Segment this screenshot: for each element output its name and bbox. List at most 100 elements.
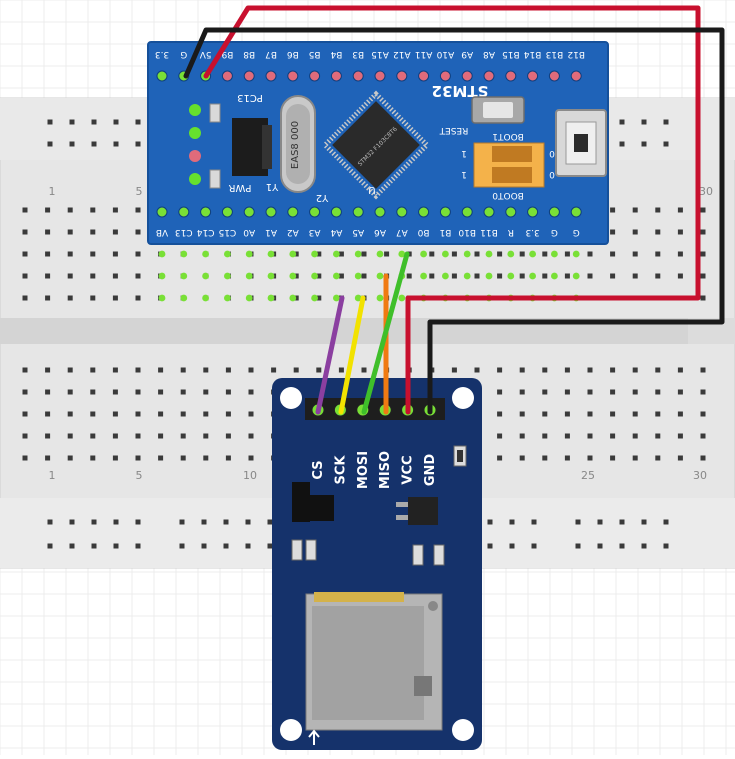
label-pwr: PWR (229, 182, 252, 193)
breadboard-hole-active (442, 250, 449, 258)
breadboard-hole (67, 273, 73, 279)
header-pin[interactable] (483, 206, 495, 218)
header-pin[interactable] (570, 206, 582, 218)
breadboard-hole (113, 543, 119, 549)
breadboard-hole (542, 433, 548, 439)
breadboard-hole (587, 455, 593, 461)
breadboard-hole (610, 411, 616, 417)
breadboard-hole (135, 251, 141, 257)
header-pin[interactable] (548, 206, 560, 218)
breadboard-hole (22, 411, 28, 417)
header-pin[interactable] (178, 206, 190, 218)
sd-pin-label: MISO (378, 451, 393, 489)
breadboard-hole (112, 251, 118, 257)
header-pin[interactable] (396, 70, 408, 82)
column-number: 5 (136, 185, 143, 198)
breadboard-hole (90, 229, 96, 235)
pin-label: G (551, 227, 558, 237)
breadboard-hole (610, 251, 616, 257)
wire-green-mosi (361, 251, 410, 415)
breadboard-hole (248, 389, 254, 395)
header-pin[interactable] (461, 70, 473, 82)
breadboard-hole-active (507, 272, 515, 280)
header-pin[interactable] (265, 70, 277, 82)
header-pin[interactable] (483, 70, 495, 82)
header-pin[interactable] (418, 70, 430, 82)
header-pin[interactable] (461, 206, 473, 218)
pin-label: B14 (524, 49, 542, 59)
breadboard-hole (474, 367, 480, 373)
header-pin[interactable] (221, 206, 233, 218)
header-pin[interactable] (156, 206, 168, 218)
header-pin[interactable] (439, 206, 451, 218)
header-pin[interactable] (287, 70, 299, 82)
header-pin[interactable] (330, 206, 342, 218)
breadboard-hole (135, 389, 141, 395)
sd-slot-latch (414, 676, 432, 696)
header-pin[interactable] (200, 206, 212, 218)
column-number: 30 (693, 469, 707, 482)
header-pin[interactable] (243, 70, 255, 82)
breadboard-hole (112, 295, 118, 301)
header-pin[interactable] (527, 206, 539, 218)
pin-label: A9 (461, 49, 473, 59)
breadboard-hole (542, 389, 548, 395)
breadboard-hole (158, 455, 164, 461)
header-pin[interactable] (330, 70, 342, 82)
breadboard-hole (632, 389, 638, 395)
header-pin[interactable] (287, 206, 299, 218)
column-number: 25 (581, 469, 595, 482)
breadboard-hole-active (420, 250, 427, 258)
breadboard-hole (587, 251, 593, 257)
breadboard-hole (474, 273, 480, 279)
label-pc13: PC13 (237, 92, 263, 103)
breadboard-hole-active (245, 250, 253, 258)
breadboard-hole (316, 273, 322, 279)
breadboard-hole (135, 367, 141, 373)
boot-jumper-cap[interactable] (492, 167, 532, 183)
pin-label: B5 (309, 49, 321, 59)
breadboard-hole (487, 519, 493, 525)
header-pin[interactable] (265, 206, 277, 218)
breadboard-hole (564, 367, 570, 373)
breadboard-hole (203, 433, 209, 439)
breadboard-hole (641, 141, 647, 147)
header-pin[interactable] (548, 70, 560, 82)
header-pin[interactable] (374, 206, 386, 218)
breadboard-hole (487, 543, 493, 549)
breadboard-hole (135, 411, 141, 417)
header-pin[interactable] (418, 206, 430, 218)
header-pin[interactable] (352, 70, 364, 82)
breadboard-hole (641, 543, 647, 549)
breadboard-hole (113, 141, 119, 147)
header-pin[interactable] (309, 70, 321, 82)
led-indicator (189, 127, 201, 139)
breadboard-hole (497, 251, 503, 257)
header-pin[interactable] (156, 70, 168, 82)
boot-jumper-cap[interactable] (492, 146, 532, 162)
header-pin[interactable] (352, 206, 364, 218)
header-pin[interactable] (221, 70, 233, 82)
breadboard-hole (519, 367, 525, 373)
header-pin[interactable] (309, 206, 321, 218)
breadboard-hole (22, 389, 28, 395)
breadboard-hole (655, 455, 661, 461)
header-pin[interactable] (396, 206, 408, 218)
breadboard-hole (655, 411, 661, 417)
breadboard-hole (451, 273, 457, 279)
header-pin[interactable] (505, 70, 517, 82)
header-pin[interactable] (527, 70, 539, 82)
header-pin[interactable] (505, 206, 517, 218)
breadboard-hole (700, 273, 706, 279)
column-number: 10 (243, 469, 257, 482)
header-pin[interactable] (243, 206, 255, 218)
crystal-label: EAS8 000 (290, 121, 301, 169)
header-pin[interactable] (439, 70, 451, 82)
breadboard-hole (587, 273, 593, 279)
header-pin[interactable] (374, 70, 386, 82)
label-boot-1b: 1 (461, 169, 467, 179)
header-pin[interactable] (570, 70, 582, 82)
sd-pin-label: CS (311, 460, 326, 479)
pin-label: A4 (330, 227, 342, 237)
